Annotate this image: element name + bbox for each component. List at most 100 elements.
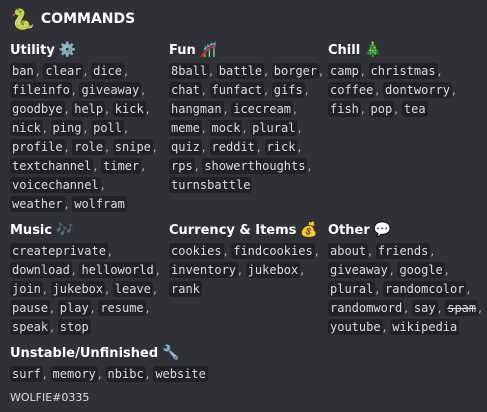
command-timer: timer (101, 158, 142, 174)
command-line: rps, showerthoughts, (169, 157, 323, 176)
command-mock: mock (209, 120, 243, 136)
comma-separator: , (444, 263, 449, 277)
section-heading-text: Other (328, 222, 370, 238)
comma-separator: , (42, 282, 51, 296)
christmas-tree-icon: 🎄 (364, 42, 382, 58)
comma-separator: , (105, 102, 113, 116)
command-line: fileinfo, giveaway, (10, 81, 157, 100)
comma-separator: , (42, 121, 51, 135)
command-goodbye: goodbye (10, 101, 65, 117)
command-line: cookies, findcookies, (169, 242, 319, 261)
comma-separator: , (264, 64, 272, 78)
command-line: join, jukebox, leave, (10, 280, 160, 299)
command-speak: speak (10, 319, 51, 335)
section-heading-text: Utility (10, 42, 55, 58)
command-line: giveaway, google, (328, 261, 482, 280)
comma-separator: , (437, 64, 442, 78)
command-line: about, friends, (328, 242, 482, 261)
command-textchannel: textchannel (10, 158, 94, 174)
section-chill: Chill🎄 camp, christmas, coffee, dontworry… (328, 41, 456, 119)
command-list: surf, memory, nbibc, website (10, 365, 208, 384)
command-line: voicechannel, (10, 176, 157, 195)
wrench-icon: 🔧 (162, 345, 180, 361)
command-line: randomword, say, spam, (328, 299, 482, 318)
command-list: cookies, findcookies, inventory, jukebox… (169, 242, 319, 299)
section-heading-text: Music (10, 222, 53, 238)
comma-separator: , (124, 121, 128, 135)
command-rank: rank (169, 281, 202, 297)
comma-separator: , (223, 244, 232, 258)
command-snipe: snipe (112, 139, 153, 155)
command-fileinfo: fileinfo (10, 82, 72, 98)
command-clear: clear (43, 63, 84, 79)
comma-separator: , (293, 102, 297, 116)
command-createprivate: createprivate (10, 243, 108, 259)
section-heading: Other💬 (328, 221, 482, 239)
gear-icon: ⚙️ (58, 42, 77, 58)
comma-separator: , (297, 121, 302, 135)
section-utility: Utility⚙️ban, clear, dice, fileinfo, giv… (10, 41, 157, 214)
comma-separator: , (360, 102, 369, 116)
command-leave: leave (112, 281, 153, 297)
command-line: coffee, dontworry, (328, 81, 456, 100)
command-borger: borger (271, 63, 320, 79)
music-notes-icon: 🎶 (56, 222, 74, 238)
command-camp: camp (328, 63, 361, 79)
command-pause: pause (10, 300, 51, 316)
command-line: rank (169, 280, 319, 299)
command-line: camp, christmas, (328, 62, 456, 81)
command-inventory: inventory (169, 262, 239, 278)
command-line: inventory, jukebox, (169, 261, 319, 280)
section-other: Other💬about, friends, giveaway, google, … (328, 221, 482, 337)
comma-separator: , (64, 197, 73, 211)
comma-separator: , (90, 301, 99, 315)
comma-separator: , (105, 140, 113, 154)
command-tea: tea (401, 101, 428, 117)
comma-separator: , (152, 282, 157, 296)
command-list: 8ball, battle, borger, chat, funfact, gi… (169, 62, 323, 195)
command-cookies: cookies (169, 243, 224, 259)
comma-separator: , (42, 367, 51, 381)
command-kick: kick (112, 101, 146, 117)
section-heading: Chill🎄 (328, 41, 456, 59)
command-profile: profile (10, 139, 65, 155)
comma-separator: , (304, 83, 309, 97)
comma-separator: , (152, 140, 157, 154)
command-reddit: reddit (209, 139, 257, 155)
comma-separator: , (145, 301, 150, 315)
comma-separator: , (430, 244, 435, 258)
comma-separator: , (71, 83, 80, 97)
command-jukebox: jukebox (245, 262, 301, 278)
command-youtube: youtube (328, 319, 383, 335)
command-battle: battle (216, 63, 265, 79)
comma-separator: , (256, 140, 265, 154)
command-quiz: quiz (169, 139, 202, 155)
section-heading-text: Fun (169, 42, 196, 58)
comma-separator: , (314, 244, 319, 258)
comma-separator: , (478, 301, 482, 315)
command-plural: plural (250, 120, 298, 136)
command-line: speak, stop (10, 318, 160, 337)
comma-separator: , (452, 83, 456, 97)
section-heading-text: Chill (328, 42, 361, 58)
comma-separator: , (404, 301, 412, 315)
command-rick: rick (264, 139, 298, 155)
command-line: nick, ping, poll, (10, 119, 157, 138)
comma-separator: , (64, 140, 73, 154)
comma-separator: , (145, 102, 150, 116)
command-poll: poll (91, 120, 124, 136)
command-giveaway: giveaway (79, 82, 142, 98)
command-dice: dice (91, 63, 124, 79)
comma-separator: , (83, 121, 92, 135)
comma-separator: , (107, 244, 112, 258)
comma-separator: , (466, 282, 471, 296)
command-line: fish, pop, tea (328, 100, 456, 119)
command-nbibc: nbibc (105, 366, 146, 382)
command-funfact: funfact (209, 82, 265, 98)
roller-coaster-icon: 🎢 (199, 42, 218, 58)
command-surf: surf (10, 366, 43, 382)
command-chat: chat (169, 82, 202, 98)
command-gifs: gifs (271, 82, 305, 98)
comma-separator: , (71, 263, 80, 277)
section-heading: Unstable/Unfinished🔧 (10, 344, 208, 362)
